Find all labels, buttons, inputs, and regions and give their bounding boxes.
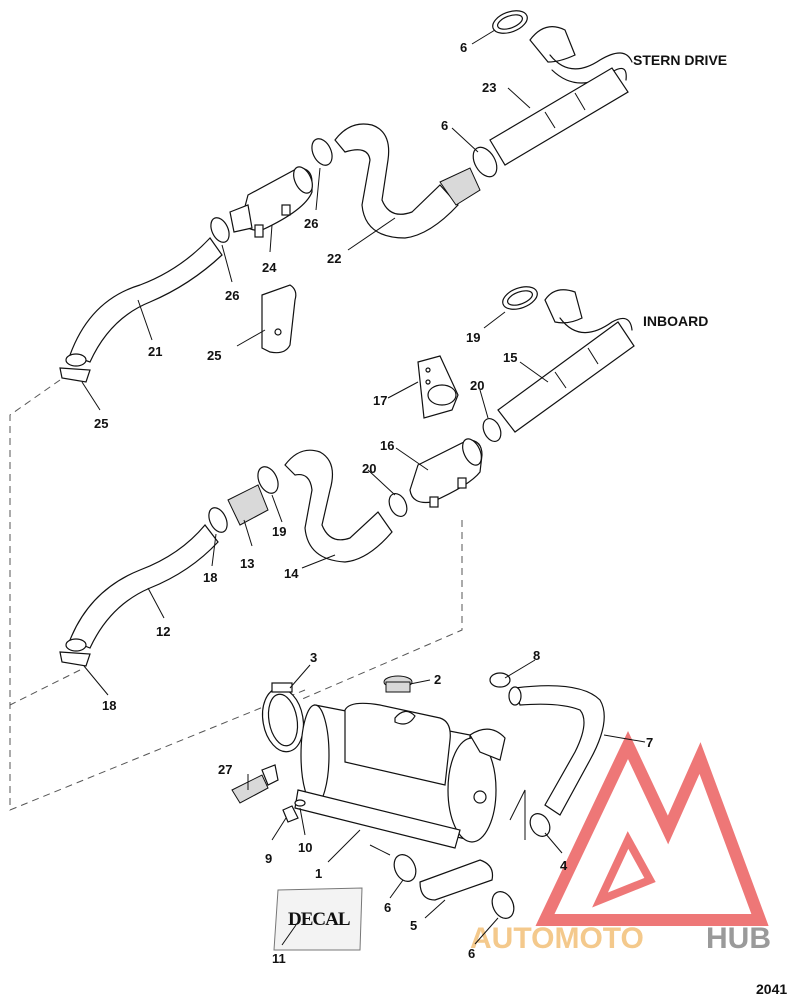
callout-26: 26: [225, 288, 239, 303]
callout-6: 6: [460, 40, 467, 55]
callout-16: 16: [380, 438, 394, 453]
watermark-text-hub: HUB: [706, 922, 771, 955]
callout-19: 19: [466, 330, 480, 345]
callout-14: 14: [284, 566, 299, 581]
callout-18: 18: [102, 698, 116, 713]
callout-2: 2: [434, 672, 441, 687]
callout-6: 6: [441, 118, 448, 133]
callout-25: 25: [94, 416, 108, 431]
dashed-reference-lines: [9, 379, 463, 811]
callout-12: 12: [156, 624, 170, 639]
callout-labels: 6 23 6 26 22 24 26 21 25 25 19 15 17 20 …: [94, 40, 653, 966]
stern-drive-assembly: [59, 10, 633, 383]
callout-10: 10: [298, 840, 312, 855]
callout-20: 20: [470, 378, 484, 393]
callout-26: 26: [304, 216, 318, 231]
callout-6: 6: [468, 946, 475, 961]
callout-9: 9: [265, 851, 272, 866]
callout-22: 22: [327, 251, 341, 266]
decal-text: DECAL: [288, 909, 350, 930]
callout-11: 11: [272, 951, 286, 966]
callout-20: 20: [362, 461, 376, 476]
callout-15: 15: [503, 350, 517, 365]
callout-3: 3: [310, 650, 317, 665]
callout-23: 23: [482, 80, 496, 95]
figure-number: 2041: [756, 981, 787, 997]
callout-4: 4: [560, 858, 568, 873]
inboard-assembly: [59, 286, 635, 667]
callout-24: 24: [262, 260, 277, 275]
callout-18: 18: [203, 570, 217, 585]
section-title-stern-drive: STERN DRIVE: [633, 52, 727, 68]
watermark-logo: AUTOMOTO HUB: [470, 730, 771, 955]
callout-6: 6: [384, 900, 391, 915]
callout-5: 5: [410, 918, 417, 933]
section-title-inboard: INBOARD: [643, 313, 708, 329]
callout-19: 19: [272, 524, 286, 539]
callout-13: 13: [240, 556, 254, 571]
callout-7: 7: [646, 735, 653, 750]
callout-21: 21: [148, 344, 162, 359]
leader-lines: [81, 29, 646, 946]
callout-1: 1: [315, 866, 322, 881]
heat-exchanger-assembly: [231, 672, 605, 919]
callout-27: 27: [218, 762, 232, 777]
decal-part: DECAL: [273, 887, 363, 951]
callout-8: 8: [533, 648, 540, 663]
callout-17: 17: [373, 393, 387, 408]
callout-25: 25: [207, 348, 221, 363]
watermark-text-automoto: AUTOMOTO: [470, 922, 644, 955]
